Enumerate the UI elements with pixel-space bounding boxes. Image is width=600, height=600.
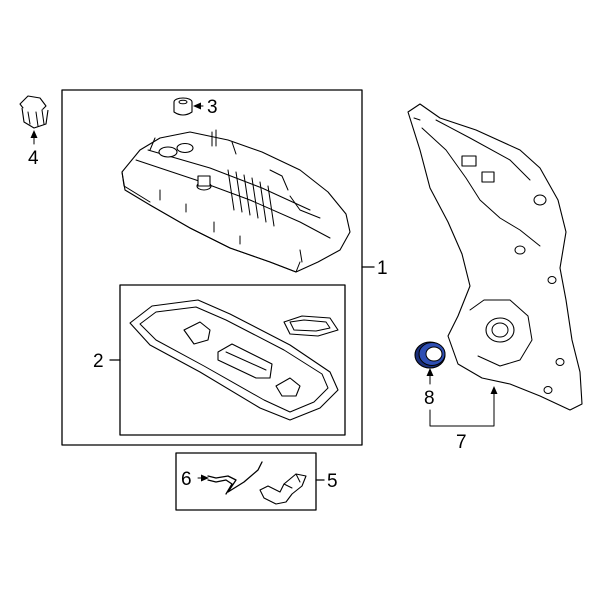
group-box-breather — [175, 452, 325, 511]
group-box-gaskets — [109, 284, 346, 436]
leader-8 — [426, 368, 434, 385]
callout-4[interactable]: 4 — [28, 148, 39, 169]
part-8-crankshaft-seal[interactable] — [414, 341, 446, 369]
callout-8[interactable]: 8 — [424, 388, 435, 409]
small-gasket-part[interactable] — [283, 315, 339, 337]
valve-cover-gasket-part[interactable] — [129, 299, 339, 421]
leader-3 — [193, 102, 204, 110]
part-6-breather-tube[interactable] — [207, 461, 263, 495]
callout-6[interactable]: 6 — [181, 469, 192, 490]
part-4-oil-filler-cap[interactable] — [19, 95, 49, 129]
part-5-bracket[interactable] — [259, 473, 307, 505]
leader-6 — [197, 474, 209, 482]
group-box-valve-cover — [61, 89, 375, 446]
valve-cover-part[interactable] — [121, 129, 351, 273]
callout-5[interactable]: 5 — [327, 471, 338, 492]
part-3-grommet[interactable] — [173, 97, 193, 116]
leader-7 — [429, 386, 498, 427]
callout-3[interactable]: 3 — [207, 97, 218, 118]
part-7-timing-cover[interactable] — [407, 103, 583, 411]
callout-7[interactable]: 7 — [456, 432, 467, 453]
callout-1[interactable]: 1 — [377, 258, 388, 279]
leader-4 — [30, 130, 38, 145]
callout-2[interactable]: 2 — [93, 351, 104, 372]
